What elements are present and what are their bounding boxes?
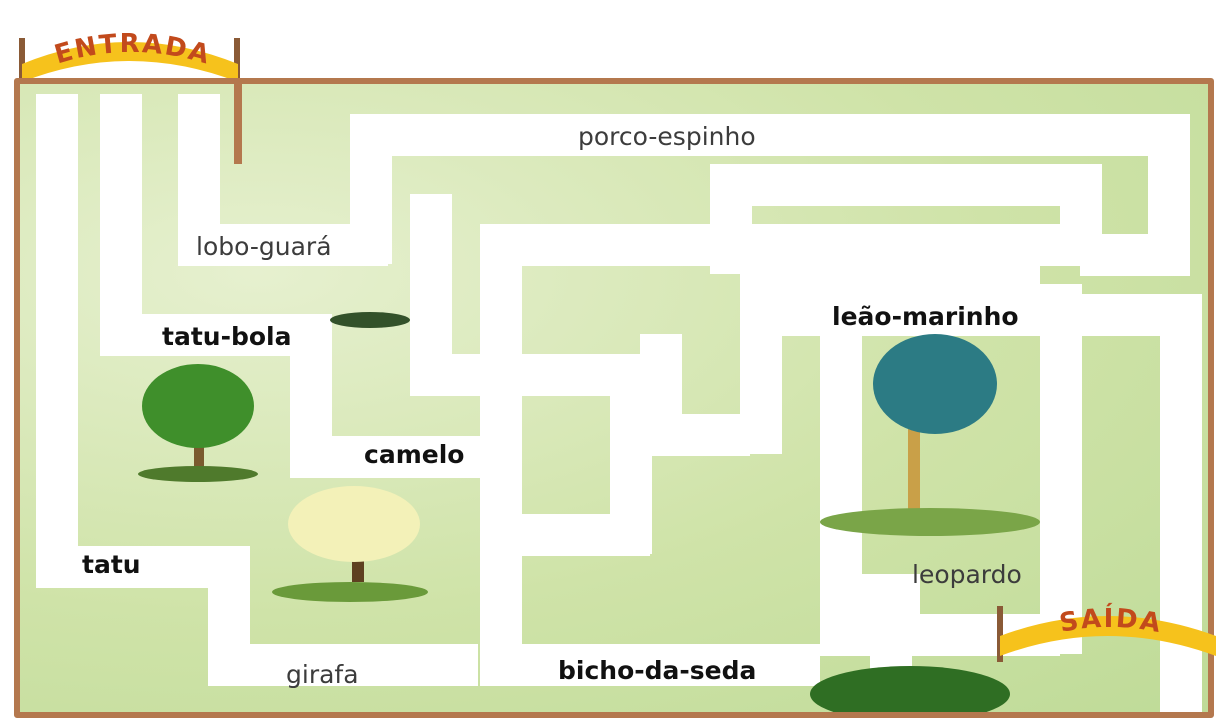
exit-banner: SAÍDA: [994, 600, 1220, 662]
tree-green: [138, 364, 258, 482]
exit-label: SAÍDA: [1057, 602, 1164, 639]
label-tatu-bola: tatu-bola: [162, 322, 292, 351]
maze-paths: [36, 84, 1202, 712]
grass-tuft: [330, 312, 410, 328]
entrance-label: ENTRADA: [51, 29, 214, 71]
label-camelo: camelo: [364, 440, 465, 469]
wall-stub: [234, 84, 242, 164]
label-porco-espinho: porco-espinho: [578, 122, 756, 151]
label-girafa: girafa: [286, 660, 359, 689]
label-leopardo: leopardo: [912, 560, 1022, 589]
tree-teal: [820, 334, 1040, 536]
label-bicho-da-seda: bicho-da-seda: [558, 656, 757, 685]
label-leao-marinho: leão-marinho: [832, 302, 1019, 331]
bush-bottom: [810, 666, 1010, 712]
label-lobo-guara: lobo-guará: [196, 232, 332, 261]
entrance-banner: ENTRADA: [16, 20, 242, 82]
label-tatu: tatu: [82, 550, 141, 579]
tree-yellow: [272, 486, 428, 602]
maze-frame: porco-espinho lobo-guará tatu-bola camel…: [14, 78, 1214, 718]
